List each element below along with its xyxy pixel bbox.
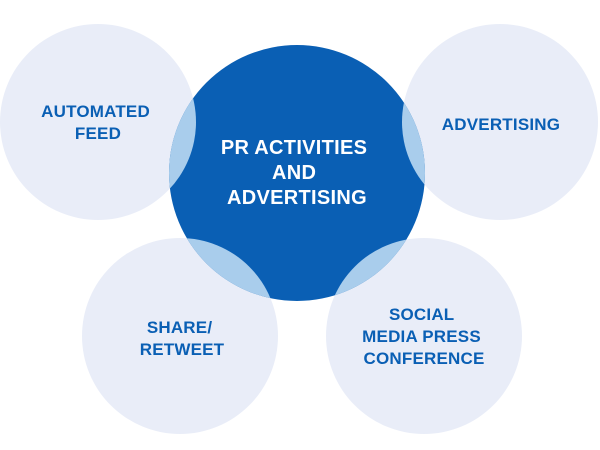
circle-share-retweet bbox=[82, 238, 278, 434]
label-share-retweet: SHARE/ RETWEET bbox=[140, 318, 225, 359]
label-line: ADVERTISING bbox=[442, 115, 560, 134]
label-line: SOCIAL bbox=[389, 305, 454, 324]
outer-circles bbox=[0, 24, 598, 434]
label-line: MEDIA PRESS bbox=[362, 327, 481, 346]
circle-automated-feed bbox=[0, 24, 196, 220]
label-line: PR ACTIVITIES bbox=[221, 137, 368, 159]
label-advertising: ADVERTISING bbox=[442, 115, 560, 134]
circle-social-media-press-conference bbox=[326, 238, 522, 434]
label-line: ADVERTISING bbox=[227, 187, 367, 209]
circle-center bbox=[169, 45, 425, 301]
label-line: RETWEET bbox=[140, 340, 225, 359]
label-line: AND bbox=[272, 162, 316, 184]
label-line: CONFERENCE bbox=[363, 349, 484, 368]
label-line: FEED bbox=[75, 124, 121, 143]
label-center: PR ACTIVITIES AND ADVERTISING bbox=[221, 137, 373, 209]
label-line: AUTOMATED bbox=[41, 102, 150, 121]
label-social-media-press-conference: SOCIAL MEDIA PRESS CONFERENCE bbox=[362, 305, 486, 368]
label-line: SHARE/ bbox=[147, 318, 213, 337]
circle-advertising bbox=[402, 24, 598, 220]
label-automated-feed: AUTOMATED FEED bbox=[41, 102, 155, 143]
